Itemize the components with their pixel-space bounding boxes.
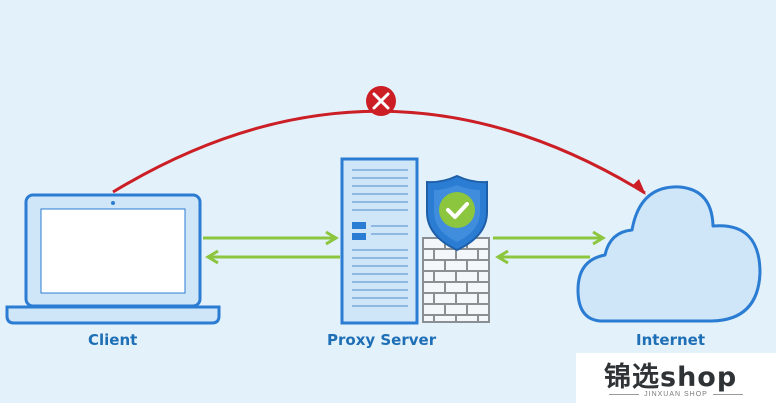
- watermark-logo: 锦选shop JINXUAN SHOP: [576, 353, 776, 403]
- proxy-server-label: Proxy Server: [327, 331, 437, 349]
- cloud-icon: [576, 185, 762, 323]
- shield-check-icon: [426, 174, 488, 252]
- watermark-subtitle: JINXUAN SHOP: [576, 391, 776, 398]
- client-proxy-arrows: [203, 230, 340, 265]
- server-icon: [340, 157, 419, 325]
- watermark-brand: 锦选shop: [604, 362, 738, 393]
- proxy-internet-arrows: [493, 230, 606, 265]
- laptop-icon: [5, 193, 221, 325]
- brick-firewall-icon: [422, 237, 490, 323]
- blocked-x-icon: [366, 86, 396, 116]
- client-label: Client: [88, 331, 138, 349]
- internet-label: Internet: [636, 331, 706, 349]
